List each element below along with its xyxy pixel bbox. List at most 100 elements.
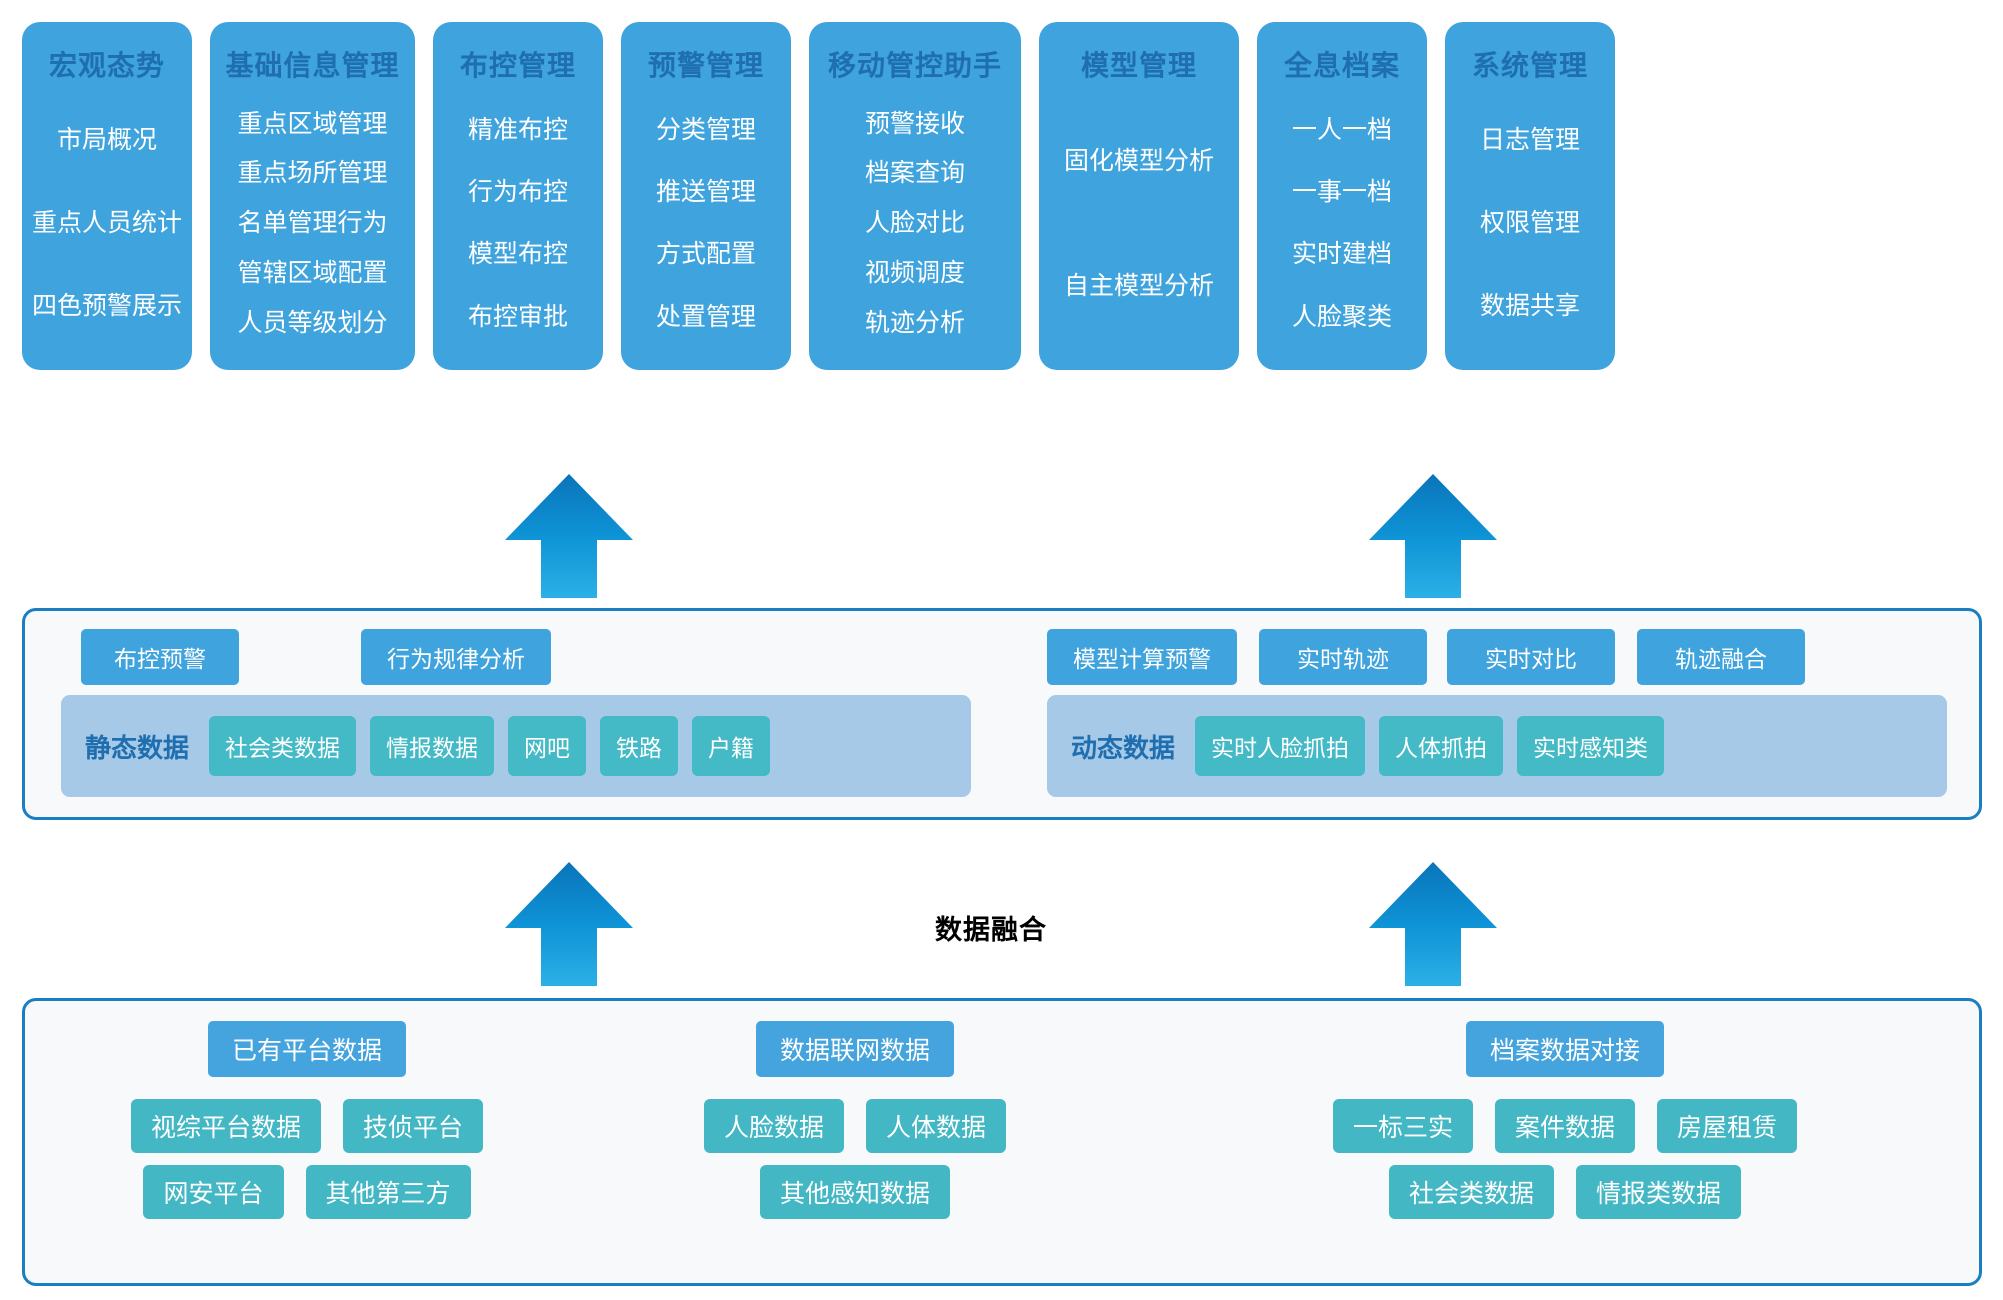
capability-chip[interactable]: 实时轨迹 [1259,629,1427,685]
source-chip[interactable]: 人脸数据 [703,1099,844,1153]
source-chip-row: 人脸数据人体数据 [703,1099,1007,1153]
module-item[interactable]: 模型布控 [467,240,568,269]
data-fusion-panel: 布控预警行为规律分析 静态数据 社会类数据情报数据网吧铁路户籍 模型计算预警实时… [22,608,1982,820]
module-item[interactable]: 四色预警展示 [31,292,182,321]
module-item[interactable]: 人脸对比 [864,209,965,238]
source-chip[interactable]: 人体数据 [866,1099,1007,1153]
module-card[interactable]: 全息档案一人一档一事一档实时建档人脸聚类 [1257,22,1427,370]
module-item[interactable]: 重点场所管理 [237,159,388,188]
data-source-chip[interactable]: 户籍 [692,716,771,776]
module-item-list: 一人一档一事一档实时建档人脸聚类 [1265,95,1419,352]
source-chip[interactable]: 案件数据 [1494,1099,1635,1153]
source-chip-row: 网安平台其他第三方 [143,1165,471,1219]
module-card[interactable]: 移动管控助手预警接收档案查询人脸对比视频调度轨迹分析 [809,22,1021,370]
source-chip[interactable]: 其他感知数据 [759,1165,950,1219]
source-chip-row: 其他感知数据 [759,1165,950,1219]
source-chip[interactable]: 房屋租赁 [1657,1099,1798,1153]
module-card[interactable]: 布控管理精准布控行为布控模型布控布控审批 [433,22,603,370]
source-chip[interactable]: 网安平台 [143,1165,284,1219]
static-data-band: 静态数据 社会类数据情报数据网吧铁路户籍 [61,695,971,797]
module-item[interactable]: 人脸聚类 [1291,302,1392,331]
data-source-chip[interactable]: 社会类数据 [209,716,357,776]
data-source-panel: 已有平台数据视综平台数据技侦平台网安平台其他第三方 数据联网数据人脸数据人体数据… [22,998,1982,1286]
module-item[interactable]: 方式配置 [655,240,756,269]
source-chip[interactable]: 社会类数据 [1388,1165,1554,1219]
module-item[interactable]: 重点区域管理 [237,109,388,138]
module-item[interactable]: 人员等级划分 [237,308,388,337]
source-chip-rows: 一标三实案件数据房屋租赁社会类数据情报类数据 [1185,1099,1945,1219]
module-item-list: 日志管理权限管理数据共享 [1453,95,1607,352]
source-group-header[interactable]: 数据联网数据 [755,1021,954,1077]
module-item[interactable]: 轨迹分析 [864,308,965,337]
dynamic-capability-row: 模型计算预警实时轨迹实时对比轨迹融合 [1047,629,1947,685]
module-item[interactable]: 一人一档 [1291,115,1392,144]
source-chip-row: 一标三实案件数据房屋租赁 [1332,1099,1798,1153]
module-card[interactable]: 系统管理日志管理权限管理数据共享 [1445,22,1615,370]
module-item[interactable]: 档案查询 [864,159,965,188]
module-item[interactable]: 管辖区域配置 [237,259,388,288]
source-chip[interactable]: 情报类数据 [1576,1165,1742,1219]
module-item[interactable]: 实时建档 [1291,240,1392,269]
data-source-chip[interactable]: 网吧 [508,716,587,776]
module-title: 系统管理 [1471,50,1588,81]
module-item[interactable]: 名单管理行为 [237,209,388,238]
module-item[interactable]: 预警接收 [864,109,965,138]
module-title: 模型管理 [1080,50,1197,81]
module-item-list: 重点区域管理重点场所管理名单管理行为管辖区域配置人员等级划分 [218,95,407,352]
module-item[interactable]: 一事一档 [1291,178,1392,207]
module-item[interactable]: 权限管理 [1479,209,1580,238]
data-source-chip[interactable]: 实时感知类 [1517,716,1665,776]
source-chip[interactable]: 技侦平台 [343,1099,484,1153]
data-source-chip[interactable]: 人体抓拍 [1379,716,1504,776]
module-item[interactable]: 精准布控 [467,115,568,144]
data-fusion-label: 数据融合 [935,915,1047,945]
source-group-header[interactable]: 档案数据对接 [1465,1021,1664,1077]
module-card[interactable]: 宏观态势市局概况重点人员统计四色预警展示 [22,22,192,370]
module-item[interactable]: 自主模型分析 [1063,271,1214,300]
module-item[interactable]: 数据共享 [1479,292,1580,321]
module-item[interactable]: 行为布控 [467,178,568,207]
module-card[interactable]: 模型管理固化模型分析自主模型分析 [1039,22,1239,370]
data-source-chip[interactable]: 铁路 [600,716,679,776]
capability-chip[interactable]: 轨迹融合 [1637,629,1805,685]
module-title: 宏观态势 [48,50,165,81]
module-item[interactable]: 推送管理 [655,178,756,207]
dynamic-data-label: 动态数据 [1071,732,1176,763]
source-chip[interactable]: 其他第三方 [305,1165,471,1219]
module-item[interactable]: 日志管理 [1479,126,1580,155]
source-group-archive-docking: 档案数据对接一标三实案件数据房屋租赁社会类数据情报类数据 [1185,1021,1945,1219]
module-item[interactable]: 市局概况 [56,126,157,155]
module-item[interactable]: 处置管理 [655,302,756,331]
module-item[interactable]: 分类管理 [655,115,756,144]
static-data-section: 布控预警 行为规律分析 静态数据 社会类数据情报数据网吧铁路户籍 [61,629,971,801]
capability-chip[interactable]: 模型计算预警 [1047,629,1237,685]
module-title: 移动管控助手 [827,50,1002,81]
arrow-up-to-moxing-guanli-icon [1369,474,1497,598]
capability-chip[interactable]: 行为规律分析 [361,629,551,685]
module-card[interactable]: 基础信息管理重点区域管理重点场所管理名单管理行为管辖区域配置人员等级划分 [210,22,415,370]
module-title: 布控管理 [459,50,576,81]
source-group-existing-platform: 已有平台数据视综平台数据技侦平台网安平台其他第三方 [47,1021,567,1219]
module-title: 预警管理 [647,50,764,81]
source-chip-row: 视综平台数据技侦平台 [130,1099,484,1153]
data-source-chip[interactable]: 情报数据 [370,716,495,776]
source-chip[interactable]: 视综平台数据 [130,1099,321,1153]
source-chip[interactable]: 一标三实 [1332,1099,1473,1153]
source-group-header[interactable]: 已有平台数据 [207,1021,406,1077]
top-modules-row: 宏观态势市局概况重点人员统计四色预警展示基础信息管理重点区域管理重点场所管理名单… [22,22,1982,472]
module-item-list: 固化模型分析自主模型分析 [1047,95,1231,352]
arrow-up-to-fusion-right-icon [1369,862,1497,986]
source-chip-rows: 人脸数据人体数据其他感知数据 [585,1099,1125,1219]
module-item-list: 精准布控行为布控模型布控布控审批 [441,95,595,352]
module-item[interactable]: 视频调度 [864,259,965,288]
module-item[interactable]: 重点人员统计 [31,209,182,238]
module-item[interactable]: 固化模型分析 [1063,147,1214,175]
capability-chip[interactable]: 实时对比 [1447,629,1615,685]
arrow-up-to-fusion-left-icon [505,862,633,986]
source-chip-rows: 视综平台数据技侦平台网安平台其他第三方 [47,1099,567,1219]
module-item[interactable]: 布控审批 [467,302,568,331]
capability-chip[interactable]: 布控预警 [81,629,239,685]
data-source-chip[interactable]: 实时人脸抓拍 [1195,716,1366,776]
source-chip-row: 社会类数据情报类数据 [1388,1165,1742,1219]
module-card[interactable]: 预警管理分类管理推送管理方式配置处置管理 [621,22,791,370]
